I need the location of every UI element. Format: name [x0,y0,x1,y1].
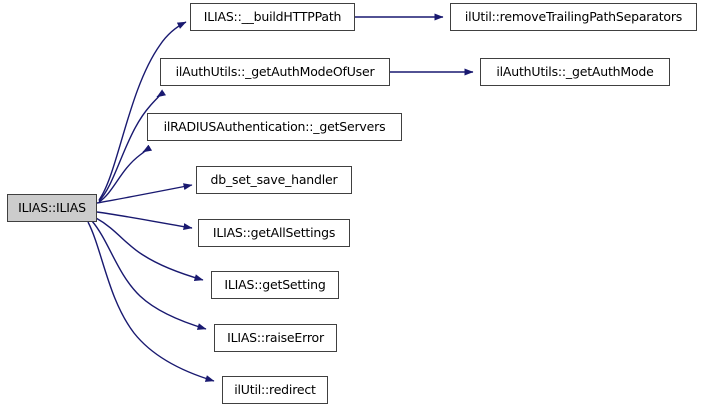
graph-node-redirect[interactable]: ilUtil::redirect [222,376,328,404]
call-edge-root-to-getsetting [95,217,204,282]
call-edge-root-to-getallsettings [96,211,193,231]
graph-node-label: ilUtil::removeTrailingPathSeparators [464,8,683,24]
graph-node-root[interactable]: ILIAS::ILIAS [7,194,97,222]
call-edge-root-to-buildhttppath [98,21,187,201]
call-edge-root-to-dbsetsavehandler [96,183,193,204]
graph-node-label: ilAuthUtils::_getAuthModeOfUser [175,63,375,79]
call-edge-root-to-getservers [98,144,153,203]
graph-node-raiseerror[interactable]: ILIAS::raiseError [214,324,337,352]
graph-node-getauthmode[interactable]: ilAuthUtils::_getAuthMode [480,58,670,86]
graph-node-label: ILIAS::ILIAS [18,199,86,215]
graph-node-label: ILIAS::raiseError [227,329,324,345]
graph-node-label: ilUtil::redirect [234,381,316,397]
graph-node-label: ilAuthUtils::_getAuthMode [496,63,654,79]
graph-node-dbsetsavehandler[interactable]: db_set_save_handler [196,166,352,194]
graph-node-removetrailing[interactable]: ilUtil::removeTrailingPathSeparators [450,3,697,31]
graph-node-label: db_set_save_handler [210,171,338,187]
call-edge-root-to-redirect [87,221,215,382]
graph-node-label: ILIAS::getAllSettings [212,224,336,240]
graph-node-getsetting[interactable]: ILIAS::getSetting [211,271,339,299]
graph-node-getauthmodeofuser[interactable]: ilAuthUtils::_getAuthModeOfUser [160,58,390,86]
graph-node-buildhttppath[interactable]: ILIAS::__buildHTTPPath [190,3,355,31]
call-edge-root-to-raiseerror [91,220,207,330]
graph-node-getservers[interactable]: ilRADIUSAuthentication::_getServers [147,113,402,141]
graph-node-label: ilRADIUSAuthentication::_getServers [163,118,386,134]
call-edge-root-to-getauthmodeofuser [98,89,167,202]
graph-node-label: ILIAS::getSetting [224,276,326,292]
graph-node-getallsettings[interactable]: ILIAS::getAllSettings [198,219,350,247]
graph-node-label: ILIAS::__buildHTTPPath [203,8,342,24]
